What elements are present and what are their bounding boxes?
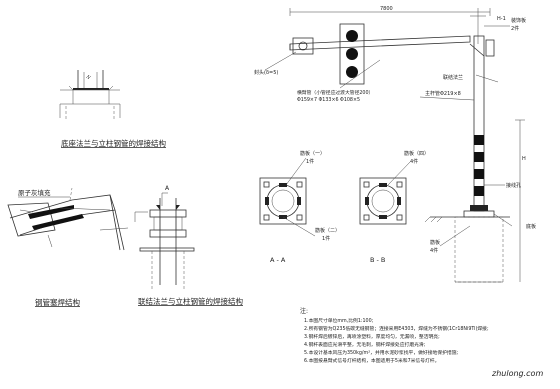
dimension-h1: H-1 [497,16,506,22]
section-a-title: A - A [270,256,286,264]
end-cap-label: 封头(δ=5) [254,69,278,76]
rib-plate-label: 装饰板 [511,17,526,24]
base-plate-label: 底板 [526,223,536,230]
panel-b-top-count: 4件 [410,158,418,165]
connection-flange-weld-detail: A 联结法兰与立柱钢管的焊接结构 [134,185,243,306]
transverse-pipe-label: 横臂管（小管径应过渡大管径200） [297,89,373,96]
notes-line-5: 5.本设计基本风压为350kg/m²，并用水泥砂浆找平，做好接地保护措施; [304,349,458,356]
notes-line-4: 4.钢杆表面应光滑平整，无毛刺，钢杆焊接处应打磨光滑; [304,341,426,348]
base-flange-weld-detail: 底座法兰与立柱钢管的焊接结构 [59,70,166,148]
watermark: zhulong.com [491,369,543,378]
notes-line-1: 1.本图尺寸单位mm,比例1:100; [304,317,374,324]
panel-a-top-count: 1件 [306,158,314,165]
main-pole-spec: 主杆管Φ219×8 [425,90,461,97]
base-flange-title: 底座法兰与立柱钢管的焊接结构 [61,138,166,148]
rib-plate-count: 2件 [511,25,519,32]
panel-a-top-label: 筋板（一） [300,150,325,157]
flange-label: 联结法兰 [443,74,463,81]
transverse-pipe-spec: Φ159×7 Φ133×6 Φ108×5 [297,97,360,103]
panel-a-bottom-label: 筋板（二） [315,227,340,234]
notes-line-2: 2.所有钢管为Q235低碳无缝钢管；连接采用E4303，焊缝为不锈钢(1Cr18… [304,325,489,332]
steel-pipe-weld-detail: 原子灰填充 钢管塞焊结构 [7,187,129,307]
atomic-ash-label: 原子灰填充 [18,188,51,197]
side-plate-label: 筋板 [430,239,440,246]
side-plate-count: 4件 [430,247,438,254]
dimension-top: 7800 [380,6,393,12]
panel-a-bottom-count: 1件 [322,235,330,242]
connection-flange-title: 联结法兰与立柱钢管的焊接结构 [138,296,243,306]
notes-line-6: 6.本图按悬臂式信号灯杆结构，本图适用于5米和7米信号灯杆。 [304,357,439,364]
steel-pipe-weld-title: 钢管塞焊结构 [35,297,80,307]
notes-heading: 注: [300,307,308,315]
section-views: 筋板（一） 1件 筋板（二） 1件 A - A 筋板（四） 4件 B - B [259,150,429,264]
section-a-marker: A [165,185,170,192]
notes-line-3: 3.钢杆焊后镀锌后，再喷涂塑料，厚度均匀，无漏喷，整洁明亮; [304,333,440,340]
section-b-title: B - B [370,256,385,264]
height-label: H [522,156,526,162]
pole-elevation: 7800 H-1 H 封头(δ= [254,6,536,283]
wiring-hole-label: 接线孔 [506,182,521,189]
notes-block: 注: 1.本图尺寸单位mm,比例1:100; 2.所有钢管为Q235低碳无缝钢管… [300,307,489,364]
panel-b-top-label: 筋板（四） [404,150,429,157]
